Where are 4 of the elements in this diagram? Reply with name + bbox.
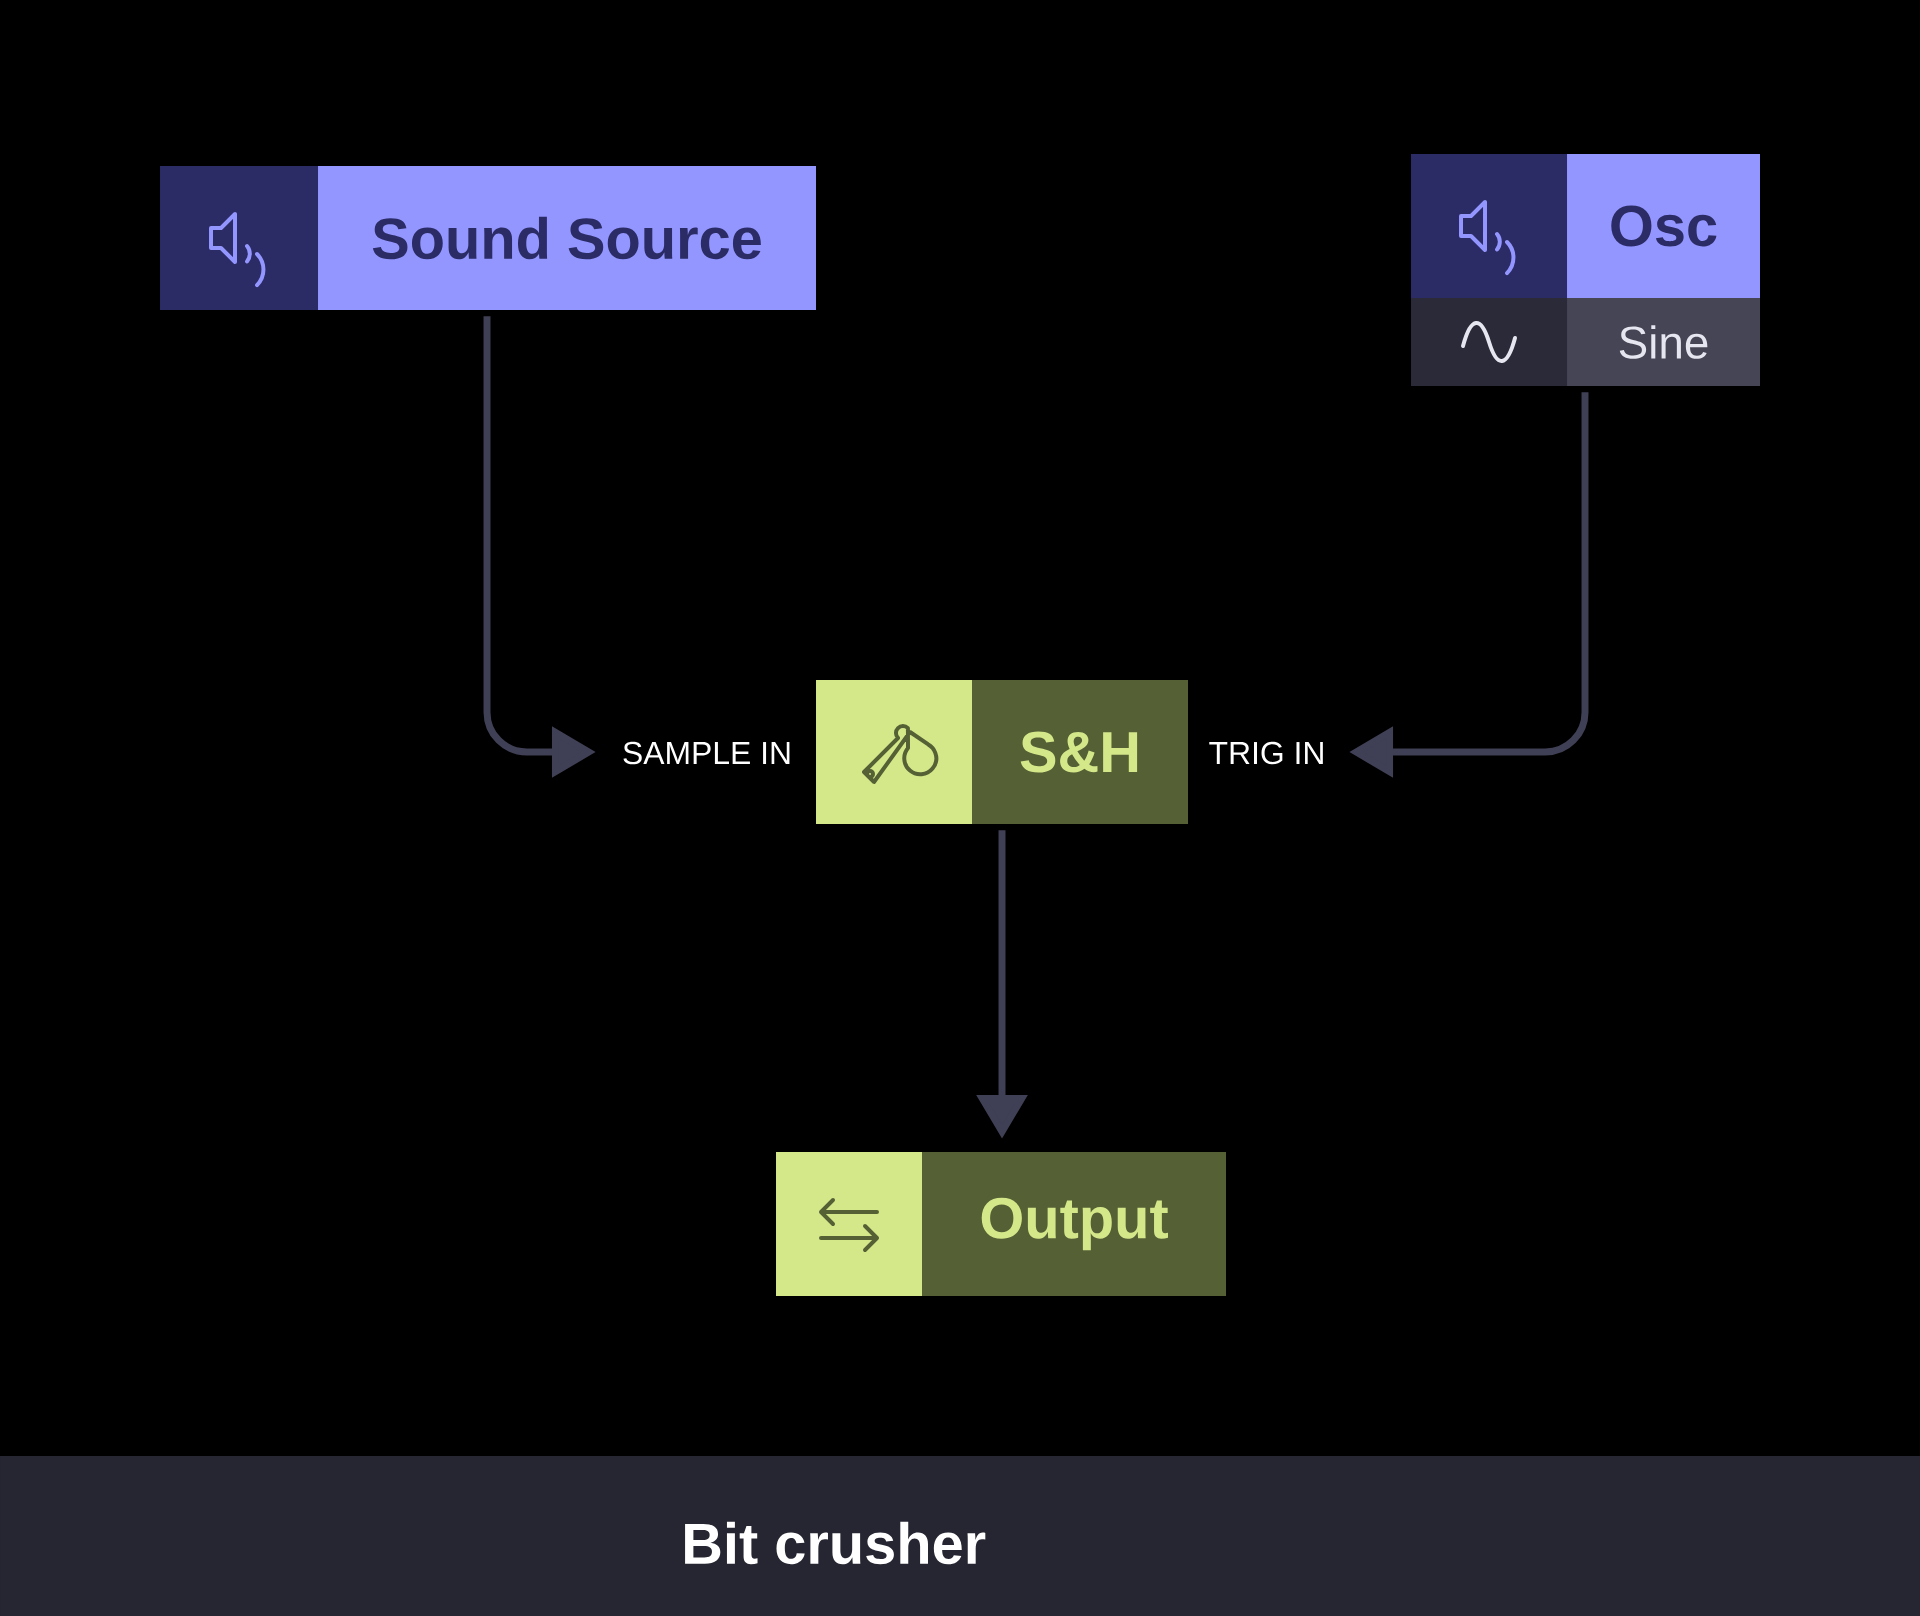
- port-label: SAMPLE IN: [623, 741, 790, 765]
- block-text: Osc Sine: [1611, 205, 1717, 359]
- port-label: TRIG IN: [1209, 741, 1323, 765]
- title-bar: Bit crusher: [0, 1456, 1920, 1616]
